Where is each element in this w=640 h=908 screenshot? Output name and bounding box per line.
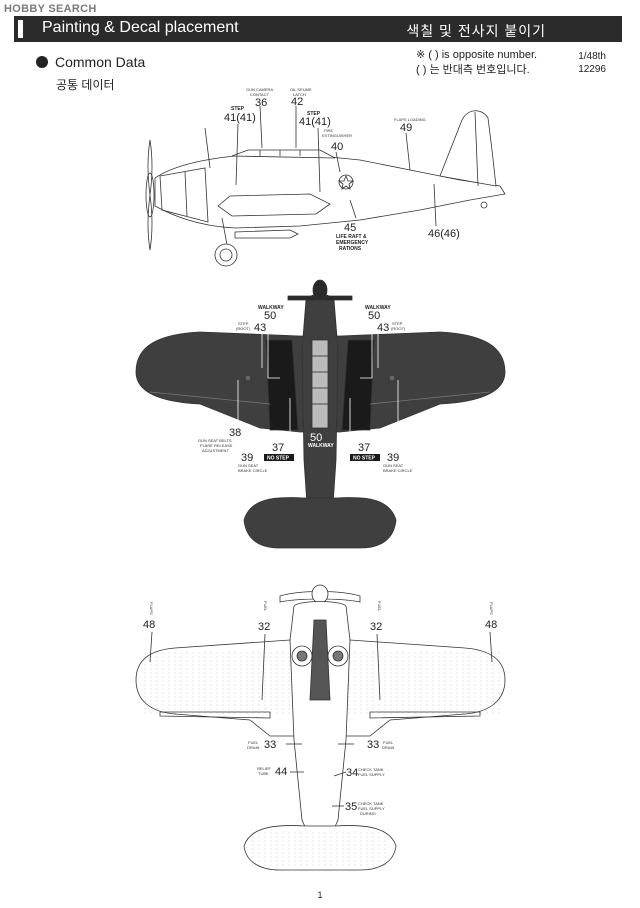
scale-info: 1/48th 12296	[578, 50, 606, 76]
svg-text:FLAPS: FLAPS	[149, 602, 154, 615]
svg-text:CONTACT: CONTACT	[250, 92, 270, 97]
svg-text:(ROOT): (ROOT)	[391, 326, 406, 331]
callout-34: 34	[346, 767, 358, 779]
callout-48-left: 48	[143, 619, 155, 631]
side-view-aircraft	[145, 105, 506, 267]
callout-46: 46(46)	[428, 228, 460, 240]
svg-text:STEP: STEP	[238, 321, 249, 326]
callout-43-left: 43	[254, 322, 266, 334]
svg-text:FUEL SUPPLY: FUEL SUPPLY	[358, 772, 385, 777]
svg-text:DRAIN: DRAIN	[247, 745, 260, 750]
svg-text:ADJUSTMENT: ADJUSTMENT	[202, 448, 229, 453]
svg-text:STEP: STEP	[392, 321, 403, 326]
life-raft-line-1: LIFE RAFT &	[336, 234, 367, 240]
no-step-label-left: NO STEP	[267, 456, 290, 462]
callout-44: 44	[275, 766, 287, 778]
svg-text:FUEL: FUEL	[248, 740, 259, 745]
svg-text:GUN SEAT: GUN SEAT	[383, 463, 404, 468]
common-data-title: Common Data	[55, 54, 146, 70]
svg-text:FUEL: FUEL	[383, 740, 394, 745]
svg-text:LATCH: LATCH	[293, 92, 306, 97]
bullet-icon	[36, 56, 48, 68]
step-label-left: STEP	[231, 106, 245, 112]
common-data-heading: Common Data	[36, 54, 145, 70]
callout-33-right: 33	[367, 739, 379, 751]
svg-text:RELIEF: RELIEF	[257, 766, 272, 771]
svg-text:EXTINGUISHER: EXTINGUISHER	[322, 133, 352, 138]
svg-text:BRAKE CIRCLE: BRAKE CIRCLE	[238, 468, 268, 473]
svg-text:FLAPS LOADING: FLAPS LOADING	[394, 117, 426, 122]
svg-text:BRAKE CIRCLE: BRAKE CIRCLE	[383, 468, 413, 473]
walkway-label-left: WALKWAY	[258, 305, 284, 311]
svg-text:FUEL SUPPLY: FUEL SUPPLY	[358, 806, 385, 811]
bottom-view-aircraft	[135, 584, 506, 871]
kit-number: 12296	[578, 64, 606, 75]
svg-text:GUN SEAT BELTS: GUN SEAT BELTS	[198, 438, 232, 443]
callout-50-right: 50	[368, 310, 380, 322]
scale-label: 1/48th	[578, 51, 606, 62]
callout-32-right: 32	[370, 621, 382, 633]
svg-text:OIL SEUME: OIL SEUME	[290, 87, 312, 92]
svg-text:(ROOT): (ROOT)	[236, 326, 251, 331]
bottom-view-callouts: FLAPS 48 FLAPS 48 FUEL 32 FUEL 32 FUELDR…	[143, 601, 497, 816]
section-header: Painting & Decal placement 색칠 및 전사지 붙이기	[14, 16, 622, 61]
top-view-leaders	[237, 322, 399, 448]
section-marker-icon	[18, 20, 32, 61]
callout-41-left: 41(41)	[224, 112, 256, 124]
callout-33-left: 33	[264, 739, 276, 751]
svg-text:GUN CAMERA: GUN CAMERA	[246, 87, 273, 92]
common-data-title-ko: 공통 데이터	[56, 78, 115, 92]
callout-39-right: 39	[387, 452, 399, 464]
page-number: 1	[317, 890, 323, 900]
callout-37-right: 37	[358, 442, 370, 454]
header-title: Painting & Decal placement	[42, 19, 239, 36]
header-title-ko: 색칠 및 전사지 붙이기	[406, 23, 546, 39]
callout-32-left: 32	[258, 621, 270, 633]
no-step-label-right: NO STEP	[353, 456, 376, 462]
walkway-label-center: WALKWAY	[308, 443, 334, 449]
top-view-callouts: WALKWAY 50 WALKWAY 50 STEP(ROOT) 43 43 S…	[198, 305, 413, 473]
callout-49: 49	[400, 122, 412, 134]
svg-text:DURING: DURING	[360, 811, 376, 816]
callout-38: 38	[229, 427, 241, 439]
svg-text:FIRE: FIRE	[324, 128, 333, 133]
walkway-label-right: WALKWAY	[365, 305, 391, 311]
life-raft-line-3: RATIONS	[339, 246, 362, 252]
callout-41-right: 41(41)	[299, 116, 331, 128]
callout-45: 45	[344, 222, 356, 234]
life-raft-line-2: EMERGENCY	[336, 240, 369, 246]
svg-text:GUN SEAT: GUN SEAT	[238, 463, 259, 468]
top-view-aircraft	[135, 279, 506, 549]
callout-37-left: 37	[272, 442, 284, 454]
callout-50-left: 50	[264, 310, 276, 322]
svg-text:FLARE RELEASE: FLARE RELEASE	[200, 443, 233, 448]
note-ko: ( ) 는 반대측 번호입니다.	[416, 64, 530, 76]
svg-text:CHECK TANK: CHECK TANK	[358, 801, 384, 806]
svg-text:DRAIN: DRAIN	[382, 745, 395, 750]
callout-48-right: 48	[485, 619, 497, 631]
callout-39-left: 39	[241, 452, 253, 464]
svg-text:FUEL: FUEL	[377, 601, 382, 612]
callout-42: 42	[291, 96, 303, 108]
callout-40: 40	[331, 141, 343, 153]
callout-43-right: 43	[377, 322, 389, 334]
no-step-badge-right	[350, 454, 380, 461]
watermark: HOBBY SEARCH	[4, 3, 97, 15]
svg-text:TUBE: TUBE	[258, 771, 269, 776]
callout-35: 35	[345, 801, 357, 813]
svg-text:FLAPS: FLAPS	[489, 602, 494, 615]
svg-text:FUEL: FUEL	[263, 601, 268, 612]
opposite-number-note: ※ ( ) is opposite number. ( ) 는 반대측 번호입니…	[416, 48, 537, 78]
callout-50-center: 50	[310, 432, 322, 444]
callout-36: 36	[255, 97, 267, 109]
svg-text:CHECK TANK: CHECK TANK	[358, 767, 384, 772]
step-label-right: STEP	[307, 111, 321, 117]
no-step-badge-left	[264, 454, 294, 461]
note-en: ※ ( ) is opposite number.	[416, 49, 538, 61]
